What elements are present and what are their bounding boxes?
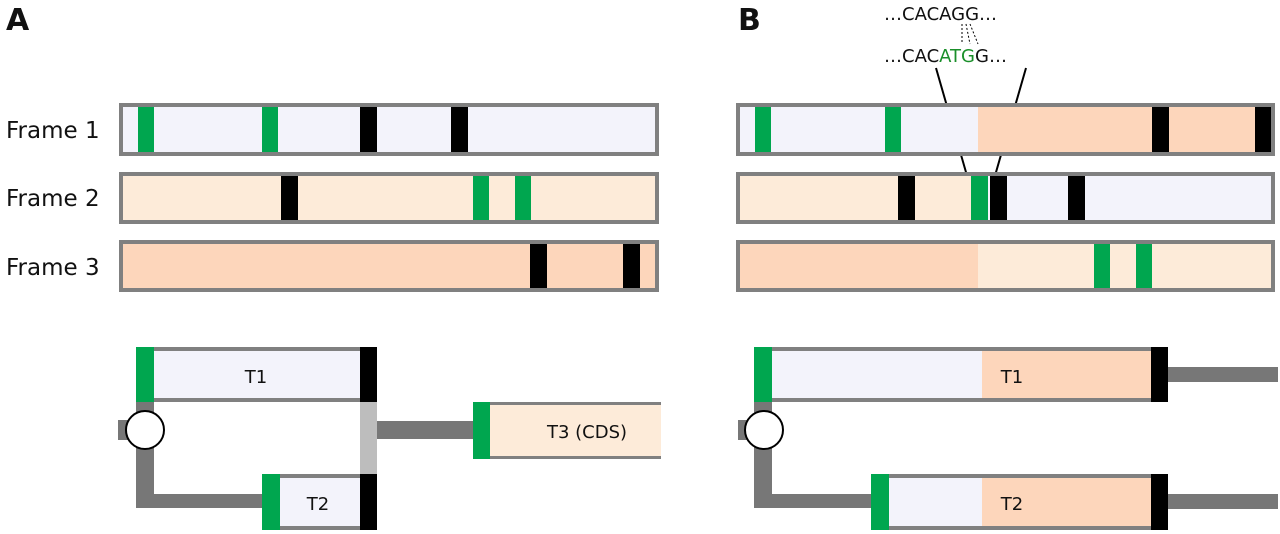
transcript-label-t3-a: T3 (CDS) [546, 422, 627, 443]
stop-codon-mark [990, 174, 1007, 222]
branch-node [744, 410, 784, 450]
stop-codon-mark [898, 174, 915, 222]
frame-2-track-b [736, 172, 1275, 224]
base-pair-lines [961, 23, 979, 45]
start-codon-mark [971, 174, 988, 222]
stop-codon-mark [1151, 474, 1168, 530]
frame-label-3: Frame 3 [6, 255, 100, 281]
frame-label-1: Frame 1 [6, 118, 100, 144]
panel-label-b: B [738, 3, 761, 38]
start-codon-mark [473, 174, 489, 222]
start-codon-mark [754, 347, 772, 402]
start-codon-mark [1136, 242, 1152, 290]
transcript-diagram-b: T1 T2 [738, 347, 1278, 530]
sequence-top: …CACAGG… [884, 4, 997, 25]
sequence-bottom-green: ATG [939, 46, 975, 67]
start-codon-mark [262, 105, 278, 154]
frame-3-track-b [736, 240, 1275, 292]
frame-1-track-b [736, 103, 1275, 156]
stop-codon-mark [530, 242, 547, 290]
stop-codon-mark [623, 242, 640, 290]
sequence-bottom: …CACATGG… [884, 46, 1007, 67]
start-codon-mark [515, 174, 531, 222]
sequence-bottom-prefix: …CAC [884, 46, 939, 67]
transcript-label-t1-a: T1 [244, 367, 267, 388]
transcript-label-t2-b: T2 [1000, 494, 1023, 515]
frame-2-track-a [119, 172, 659, 224]
stop-codon-mark [360, 105, 377, 154]
frame-label-2: Frame 2 [6, 186, 100, 212]
stop-codon-mark [360, 474, 377, 530]
transcript-label-t1-b: T1 [1000, 367, 1023, 388]
stop-codon-mark [451, 105, 468, 154]
sequence-bottom-suffix: G… [975, 46, 1007, 67]
frame-1-track-a [119, 103, 659, 156]
stop-codon-mark [1151, 347, 1168, 402]
transcript-label-t2-a: T2 [306, 494, 329, 515]
start-codon-mark [885, 105, 901, 154]
stop-codon-mark [1255, 105, 1272, 154]
start-codon-mark [871, 474, 889, 530]
frame-3-track-a [119, 240, 659, 292]
start-codon-mark [262, 474, 280, 530]
transcript-diagram-a: T1 T2 T3 (CDS) [118, 347, 661, 530]
stop-codon-mark [360, 347, 377, 402]
start-codon-mark [473, 402, 490, 459]
start-codon-mark [136, 347, 154, 402]
start-codon-mark [755, 105, 771, 154]
start-codon-mark [138, 105, 154, 154]
start-codon-mark [1094, 242, 1110, 290]
panel-label-a: A [6, 3, 30, 38]
branch-node [125, 410, 165, 450]
stop-codon-mark [1068, 174, 1085, 222]
stop-codon-mark [1152, 105, 1169, 154]
stop-codon-mark [281, 174, 298, 222]
